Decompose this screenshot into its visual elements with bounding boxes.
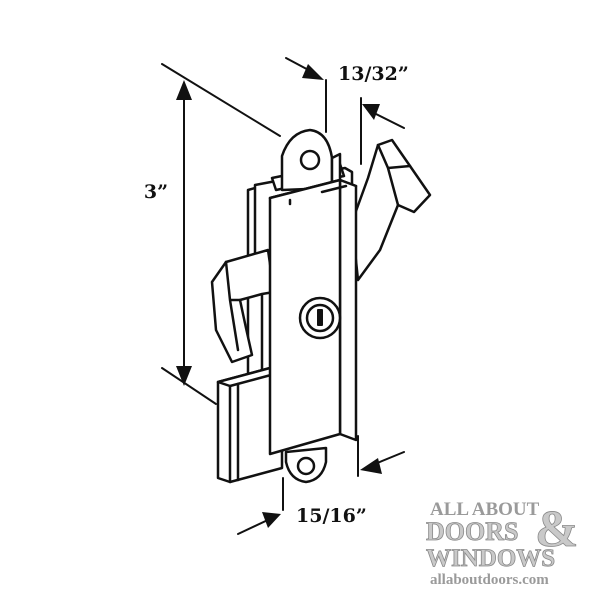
top-screw-hole — [299, 149, 321, 171]
width-arrow-right — [360, 458, 382, 474]
height-extension-bottom — [161, 367, 217, 405]
height-arrow-down — [176, 366, 192, 386]
watermark-url: allaboutdoors.com — [430, 572, 549, 588]
projection-leader-right — [371, 111, 405, 129]
latch-drawing — [210, 128, 432, 484]
thumb-lever — [350, 138, 432, 282]
thumb-lever-edge — [376, 143, 412, 207]
projection-label: 13/32” — [338, 63, 409, 85]
width-label: 15/16” — [296, 505, 367, 527]
height-arrow-up — [176, 80, 192, 100]
watermark-ampersand: & — [535, 501, 578, 558]
brand-watermark: ALL ABOUT DOORS & WINDOWS allaboutdoors.… — [426, 499, 579, 588]
watermark-line2: DOORS — [426, 517, 518, 546]
width-arrow-left — [262, 512, 281, 528]
height-extension-top — [161, 63, 281, 137]
lower-block-lines — [228, 382, 240, 484]
arrowheads — [176, 64, 382, 528]
projection-arrow-left — [302, 64, 324, 80]
bottom-screw-hole — [296, 456, 316, 476]
front-plate-side — [338, 178, 358, 442]
watermark-line1: ALL ABOUT — [430, 499, 540, 520]
height-label: 3” — [144, 181, 168, 203]
watermark-line3: WINDOWS — [426, 545, 555, 572]
projection-arrow-right — [362, 104, 380, 120]
latch-hook-edge — [224, 260, 242, 352]
latch-hook — [210, 248, 276, 364]
keyhole-slot — [317, 309, 323, 326]
front-plate-ridge — [288, 184, 348, 206]
